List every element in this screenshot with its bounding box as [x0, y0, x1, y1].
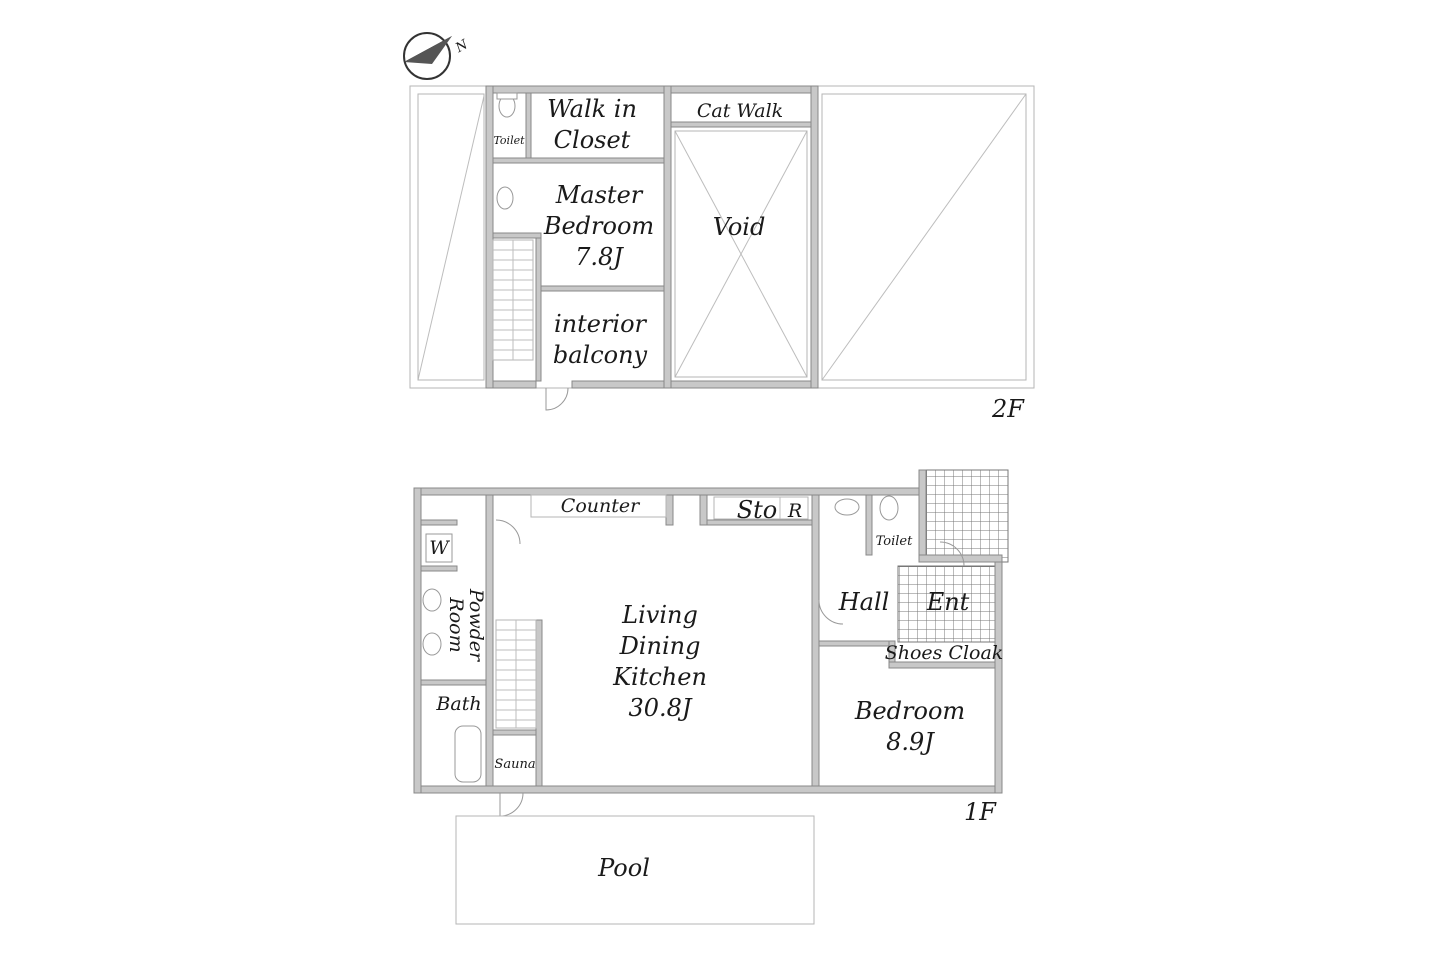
- svg-text:balcony: balcony: [553, 341, 648, 369]
- door-1f-hall-icon: [818, 599, 844, 625]
- master-bedroom-size: 7.8J: [575, 243, 624, 271]
- ldk-label: Living: [621, 601, 698, 629]
- svg-text:Kitchen: Kitchen: [612, 663, 707, 691]
- pool: Pool: [455, 815, 815, 925]
- interior-balcony-label: interior: [554, 310, 648, 338]
- hall-label: Hall: [838, 588, 890, 616]
- compass-north-label: N: [452, 37, 471, 56]
- svg-text:Dining: Dining: [619, 632, 701, 660]
- toilet-1f-label: Toilet: [876, 534, 913, 549]
- floor-1f-label: 1F: [964, 798, 997, 826]
- wall-1f-right: [994, 561, 1003, 794]
- svg-text:Closet: Closet: [554, 126, 631, 154]
- compass: N: [403, 32, 471, 80]
- cat-walk-label: Cat Walk: [697, 100, 783, 122]
- wall-1f-top: [413, 487, 925, 496]
- kitchen-counter: [530, 494, 667, 518]
- counter-label: Counter: [561, 495, 641, 517]
- shoes-cloak-label: Shoes Cloak: [885, 642, 1004, 664]
- floor-2f: Toilet Walk in Closet Cat Walk Master Be…: [409, 85, 1035, 423]
- floor-1f: Counter Sto R Toilet W Powder Room Hall …: [413, 469, 1009, 826]
- powder-room-label: Powder: [465, 588, 487, 663]
- floor-2f-label: 2F: [991, 395, 1025, 423]
- entrance-label: Ent: [926, 588, 970, 616]
- powder-sink-2-icon: [422, 632, 442, 656]
- wall-2f-right: [810, 85, 819, 389]
- pool-label: Pool: [597, 854, 650, 882]
- stairs-2f: [492, 239, 534, 361]
- toilet-2f-label: Toilet: [493, 134, 525, 147]
- wall-2f-left: [485, 85, 494, 389]
- bedroom-1f-label: Bedroom: [854, 697, 965, 725]
- void-label: Void: [713, 213, 766, 241]
- door-1f-sauna-icon: [499, 792, 524, 817]
- wall-1f-left: [413, 487, 422, 794]
- refrigerator-label: R: [787, 500, 802, 522]
- master-bedroom-label: Master: [555, 181, 644, 209]
- wall-2f-top: [485, 85, 819, 94]
- storage-label: Sto: [737, 496, 778, 524]
- walk-in-closet-label: Walk in: [547, 95, 637, 123]
- door-2f-icon: [545, 387, 569, 411]
- svg-text:Room: Room: [445, 596, 467, 652]
- sink-1f-icon: [834, 498, 860, 516]
- bathtub-icon: [454, 725, 482, 783]
- washer-label: W: [429, 537, 450, 559]
- pool-outline: [455, 815, 815, 925]
- svg-text:Bedroom: Bedroom: [543, 212, 654, 240]
- powder-sink-1-icon: [422, 588, 442, 612]
- entry-porch-tiles: [925, 469, 1009, 563]
- door-1f-entry-icon: [939, 541, 965, 567]
- stairs-1f: [495, 619, 537, 729]
- bedroom-1f-size: 8.9J: [886, 728, 935, 756]
- ldk-size: 30.8J: [628, 694, 692, 722]
- wall-1f-bottom: [413, 785, 1003, 794]
- toilet-1f-icon: [879, 495, 899, 521]
- sauna-label: Sauna: [494, 757, 535, 772]
- sink-2f-icon: [496, 186, 514, 210]
- bath-label: Bath: [435, 693, 481, 715]
